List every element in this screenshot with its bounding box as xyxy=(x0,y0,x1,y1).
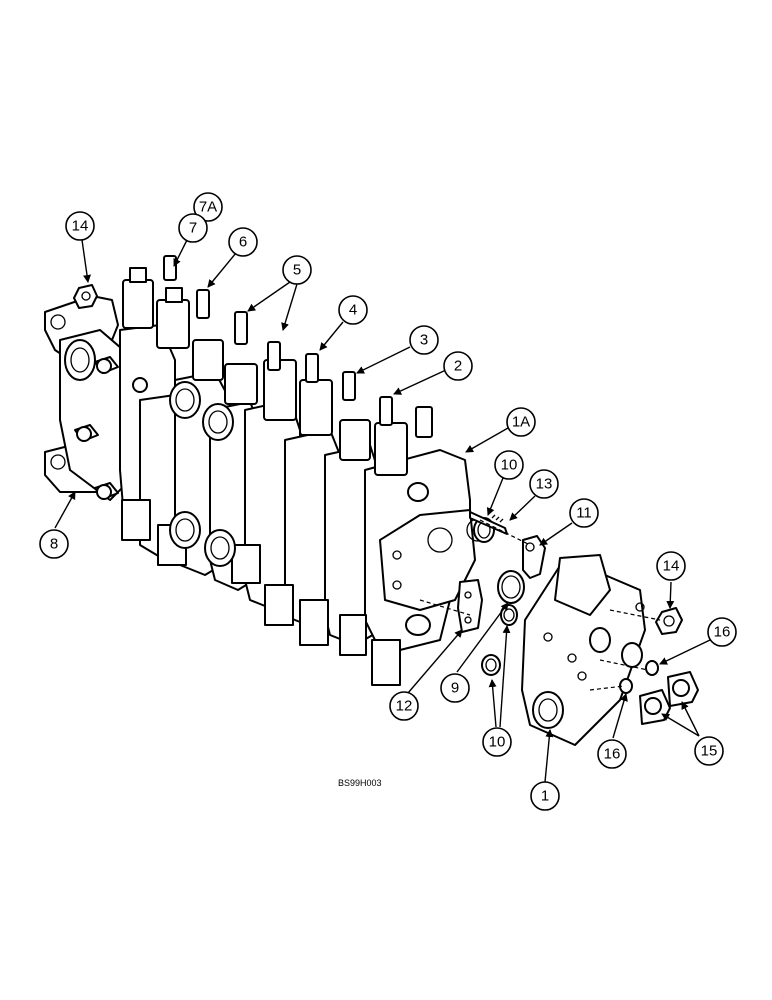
callout-7a: 7A xyxy=(193,192,223,222)
svg-text:1: 1 xyxy=(541,788,549,805)
svg-text:8: 8 xyxy=(50,536,58,553)
svg-text:16: 16 xyxy=(714,624,731,641)
callout-12: 12 xyxy=(389,691,419,721)
callout-8: 8 xyxy=(39,529,69,559)
callout-10-bottom: 10 xyxy=(482,727,512,757)
callout-3: 3 xyxy=(409,325,439,355)
callout-1a: 1A xyxy=(506,407,536,437)
exploded-parts xyxy=(73,284,699,746)
callout-15: 15 xyxy=(694,736,724,766)
svg-text:2: 2 xyxy=(454,358,462,375)
callout-5: 5 xyxy=(282,255,312,285)
callout-4: 4 xyxy=(338,295,368,325)
svg-text:7A: 7A xyxy=(199,199,217,216)
svg-text:3: 3 xyxy=(420,332,428,349)
svg-text:7: 7 xyxy=(189,220,197,237)
svg-text:16: 16 xyxy=(604,746,621,763)
callout-7: 7 xyxy=(178,213,208,243)
leader-lines xyxy=(54,237,711,783)
callout-10-top: 10 xyxy=(494,450,524,480)
svg-text:6: 6 xyxy=(239,234,247,251)
svg-text:5: 5 xyxy=(293,262,301,279)
callout-6: 6 xyxy=(228,227,258,257)
svg-text:14: 14 xyxy=(663,558,680,575)
svg-text:1A: 1A xyxy=(512,414,530,431)
drawing-code: BS99H003 xyxy=(338,778,382,788)
svg-text:15: 15 xyxy=(701,743,718,760)
svg-text:9: 9 xyxy=(451,680,459,697)
callout-14-right: 14 xyxy=(656,551,686,581)
callout-1: 1 xyxy=(530,781,560,811)
callout-2: 2 xyxy=(443,351,473,381)
svg-text:11: 11 xyxy=(576,505,592,522)
svg-text:12: 12 xyxy=(396,698,413,715)
callout-14-left: 14 xyxy=(65,211,95,241)
callout-9: 9 xyxy=(440,673,470,703)
svg-text:10: 10 xyxy=(489,734,506,751)
callout-16-top: 16 xyxy=(707,617,737,647)
svg-text:13: 13 xyxy=(536,476,553,493)
callout-13: 13 xyxy=(529,469,559,499)
svg-text:10: 10 xyxy=(501,457,518,474)
callout-11: 11 xyxy=(569,498,599,528)
valve-bank xyxy=(44,255,490,686)
svg-text:4: 4 xyxy=(349,302,357,319)
svg-text:14: 14 xyxy=(72,218,89,235)
callout-16-bottom: 16 xyxy=(597,739,627,769)
